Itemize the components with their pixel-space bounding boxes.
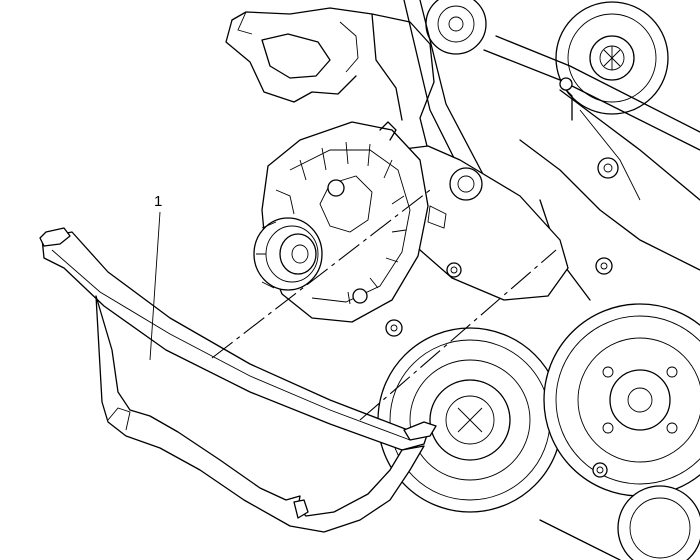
callout-leader-line [149,211,161,361]
engine-block-right [519,77,700,301]
drive-belt-shield [39,227,437,533]
engine-block-upper [225,7,435,151]
tensioner-pulley [555,1,669,115]
idler-pulley-top [425,0,487,55]
lower-idler-pulley [539,485,700,560]
crankshaft-balancer [543,303,700,497]
generator-pulley [253,217,323,291]
installation-guide-lines [211,189,557,421]
callout-number: 1 [154,193,162,210]
callout-1: 1 [149,193,162,361]
compressor-pulley [377,327,563,513]
